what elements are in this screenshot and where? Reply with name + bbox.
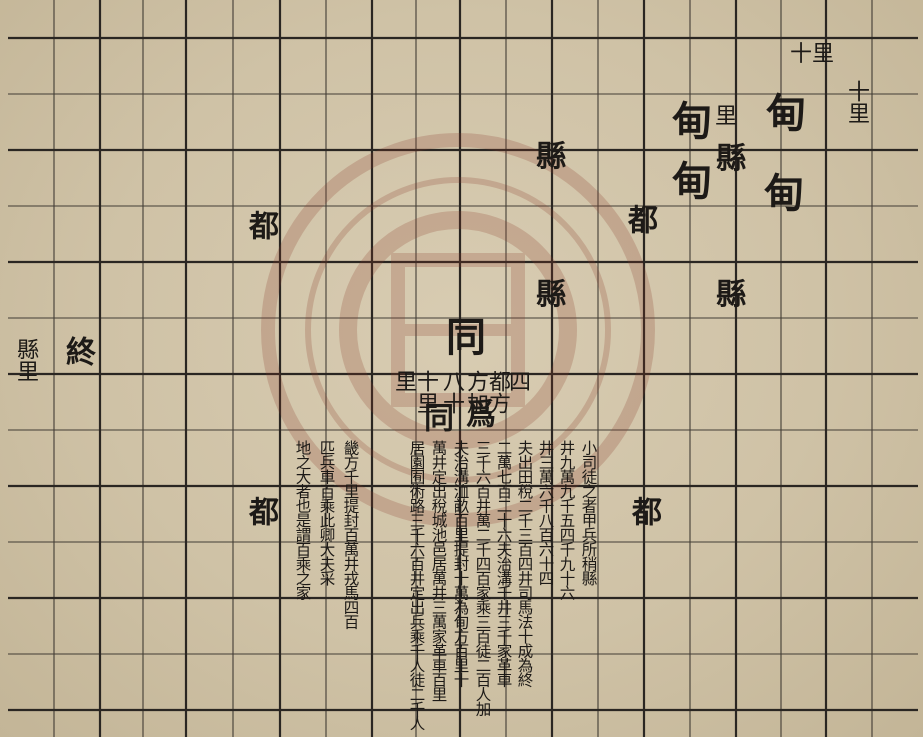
center-col: 里	[391, 370, 416, 392]
xian-char: 縣	[710, 278, 745, 308]
note-column: 畿方千里提封百萬井戎馬四百	[341, 440, 360, 629]
xian-char: 縣	[710, 142, 745, 172]
library-seal-watermark	[261, 133, 655, 527]
top-right-label: 十里	[790, 42, 835, 67]
note-column: 夫治溝洫畝百里提封十萬為甸方百里十	[451, 440, 470, 687]
li-char: 里	[711, 104, 736, 126]
du-char: 都	[243, 210, 278, 240]
note-column: 井九萬九千五四千九十六	[557, 440, 576, 600]
note-column: 萬井定出稅城池邑居萬井三萬家革車百里	[429, 440, 448, 701]
dian-char: 甸	[759, 92, 806, 132]
xian-char: 縣	[530, 140, 565, 170]
note-column: 小司徒之者甲兵所稍縣	[579, 440, 598, 585]
xian-char: 縣	[530, 278, 565, 308]
tong-char: 同	[439, 316, 486, 356]
note-column: 匹兵車百乘此卿大夫采	[317, 440, 336, 585]
note-column: 夫出田稅二千三百四井司馬法十成為終	[515, 440, 534, 687]
center-col: 十里	[413, 370, 438, 414]
note-column: 二萬七百二十六夫治溝千井三千家革車	[494, 440, 513, 687]
du-char: 都	[622, 204, 657, 234]
left-margin-label: 縣里	[13, 338, 38, 382]
note-column: 居園囿術路三千六百井定出兵乘千人徒二千人	[407, 440, 426, 730]
tong-small-char: 同	[418, 402, 453, 432]
dian-char: 甸	[665, 160, 712, 200]
edge-label: 十里	[844, 80, 869, 124]
note-column: 三千六百井萬二千四百家乘三百徒二百人加	[473, 440, 492, 716]
center-col: 都方	[485, 370, 510, 414]
center-col: 方加	[463, 370, 488, 414]
zhong-char: 終	[60, 336, 95, 366]
note-column: 井三萬六千八百六十四	[536, 440, 555, 585]
dian-char: 甸	[665, 100, 712, 140]
wei-char: 爲	[460, 398, 495, 428]
note-column: 地之大者也是謂百乘之家	[293, 440, 312, 600]
du-char: 都	[243, 496, 278, 526]
center-col: 四	[505, 370, 530, 392]
center-col: 八十	[439, 370, 464, 414]
dian-char: 甸	[757, 172, 804, 212]
du-char: 都	[626, 496, 661, 526]
